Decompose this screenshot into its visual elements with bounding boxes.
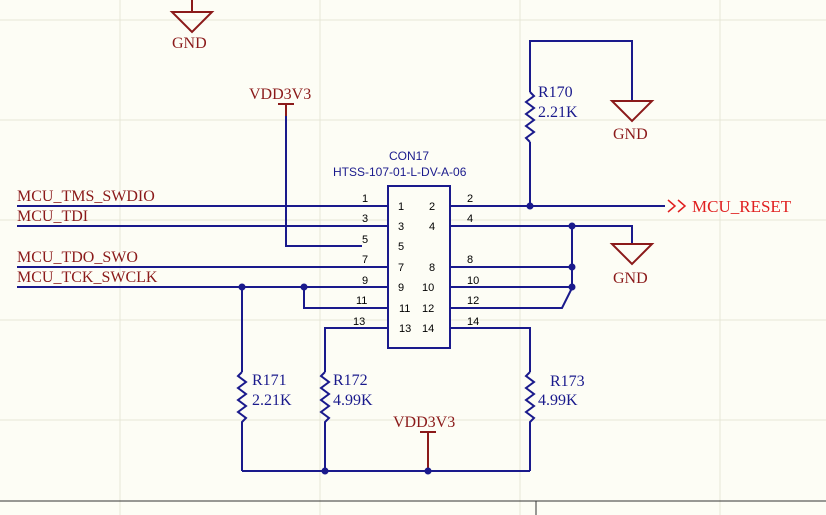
vdd-symbol-bottom[interactable]: VDD3V3 [393,414,455,471]
connector-con17[interactable]: CON17 HTSS-107-01-L-DV-A-06 [333,149,467,349]
connector-part: HTSS-107-01-L-DV-A-06 [333,165,467,179]
outer-pin-4: 4 [467,213,473,225]
connector-inner-pins: 1 2 3 4 5 7 8 9 10 11 12 13 14 [398,201,435,335]
inner-pin-2: 2 [429,201,435,213]
junction-pin8 [568,263,576,271]
inner-pin-7: 7 [398,262,404,274]
junction-pin4 [568,222,576,230]
junction-vdd-bottom [424,467,432,475]
resistor-r172[interactable]: R172 4.99K [319,371,373,471]
outer-pin-2: 2 [467,193,473,205]
gnd-label-r170: GND [613,126,648,143]
vdd-symbol-left[interactable]: VDD3V3 [249,86,362,247]
signal-tck-swclk[interactable]: MCU_TCK_SWCLK [17,269,388,288]
r170-ref: R170 [538,84,573,101]
junction-reset [526,202,534,210]
wire-pin12 [450,287,573,309]
inner-pin-11: 11 [399,303,410,315]
resistor-r171[interactable]: R171 2.21K [236,287,292,471]
junction-pin10 [568,283,576,291]
outer-pin-3: 3 [362,213,368,225]
junction-r171 [238,283,246,291]
outer-pin-5: 5 [362,234,368,246]
wire-pin14 [450,327,531,372]
r173-ref: R173 [550,373,585,390]
signal-label-tdo: MCU_TDO_SWO [17,249,138,266]
gnd-symbol-top[interactable]: GND [169,0,215,52]
inner-pin-10: 10 [422,282,434,294]
inner-pin-4: 4 [429,221,435,233]
gnd-symbol-pin4[interactable]: GND [572,225,655,287]
inner-pin-13: 13 [399,323,411,335]
wire-pin11 [303,287,388,309]
outer-pin-8: 8 [467,254,473,266]
outer-pin-12: 12 [467,295,479,307]
resistor-r170[interactable]: R170 2.21K [524,40,633,206]
signal-tdo-swo[interactable]: MCU_TDO_SWO [17,249,388,268]
connector-ref: CON17 [389,149,429,163]
inner-pin-14: 14 [422,323,434,335]
outer-pin-11: 11 [356,295,367,307]
inner-pin-3: 3 [398,221,404,233]
outer-pin-13: 13 [353,316,365,328]
junction-dots [238,202,576,475]
signal-label-tms: MCU_TMS_SWDIO [17,188,155,205]
connector-outer-pins: 1 2 3 4 5 7 8 9 10 11 12 13 14 [353,193,479,328]
mcu-reset-label: MCU_RESET [692,197,792,216]
r171-value: 2.21K [252,392,292,409]
outer-pin-1: 1 [362,193,368,205]
signal-label-tdi: MCU_TDI [17,208,88,225]
junction-r172-bottom [321,467,329,475]
r170-value: 2.21K [538,104,578,121]
resistor-r173[interactable]: R173 4.99K [524,371,585,471]
outer-pin-7: 7 [362,254,368,266]
sheet-border [0,500,826,515]
gnd-label-pin4: GND [613,270,648,287]
outer-pin-14: 14 [467,316,479,328]
signal-tdi[interactable]: MCU_TDI [17,208,388,227]
outer-pin-10: 10 [467,275,479,287]
gnd-label-top: GND [172,35,207,52]
mcu-reset-port[interactable]: MCU_RESET [450,197,792,216]
wire-pin13 [324,327,388,372]
r172-ref: R172 [333,372,368,389]
inner-pin-1: 1 [398,201,404,213]
vdd-label-left: VDD3V3 [249,86,311,103]
signal-tms-swdio[interactable]: MCU_TMS_SWDIO [17,188,388,207]
r171-ref: R171 [252,372,287,389]
gnd-symbol-r170[interactable]: GND [609,100,655,143]
signal-label-tck: MCU_TCK_SWCLK [17,269,158,286]
inner-pin-8: 8 [429,262,435,274]
inner-pin-5: 5 [398,241,404,253]
inner-pin-9: 9 [398,282,404,294]
r172-value: 4.99K [333,392,373,409]
inner-pin-12: 12 [422,303,434,315]
r173-value: 4.99K [538,392,578,409]
vdd-label-bottom: VDD3V3 [393,414,455,431]
outer-pin-9: 9 [362,275,368,287]
junction-pin11 [300,283,308,291]
